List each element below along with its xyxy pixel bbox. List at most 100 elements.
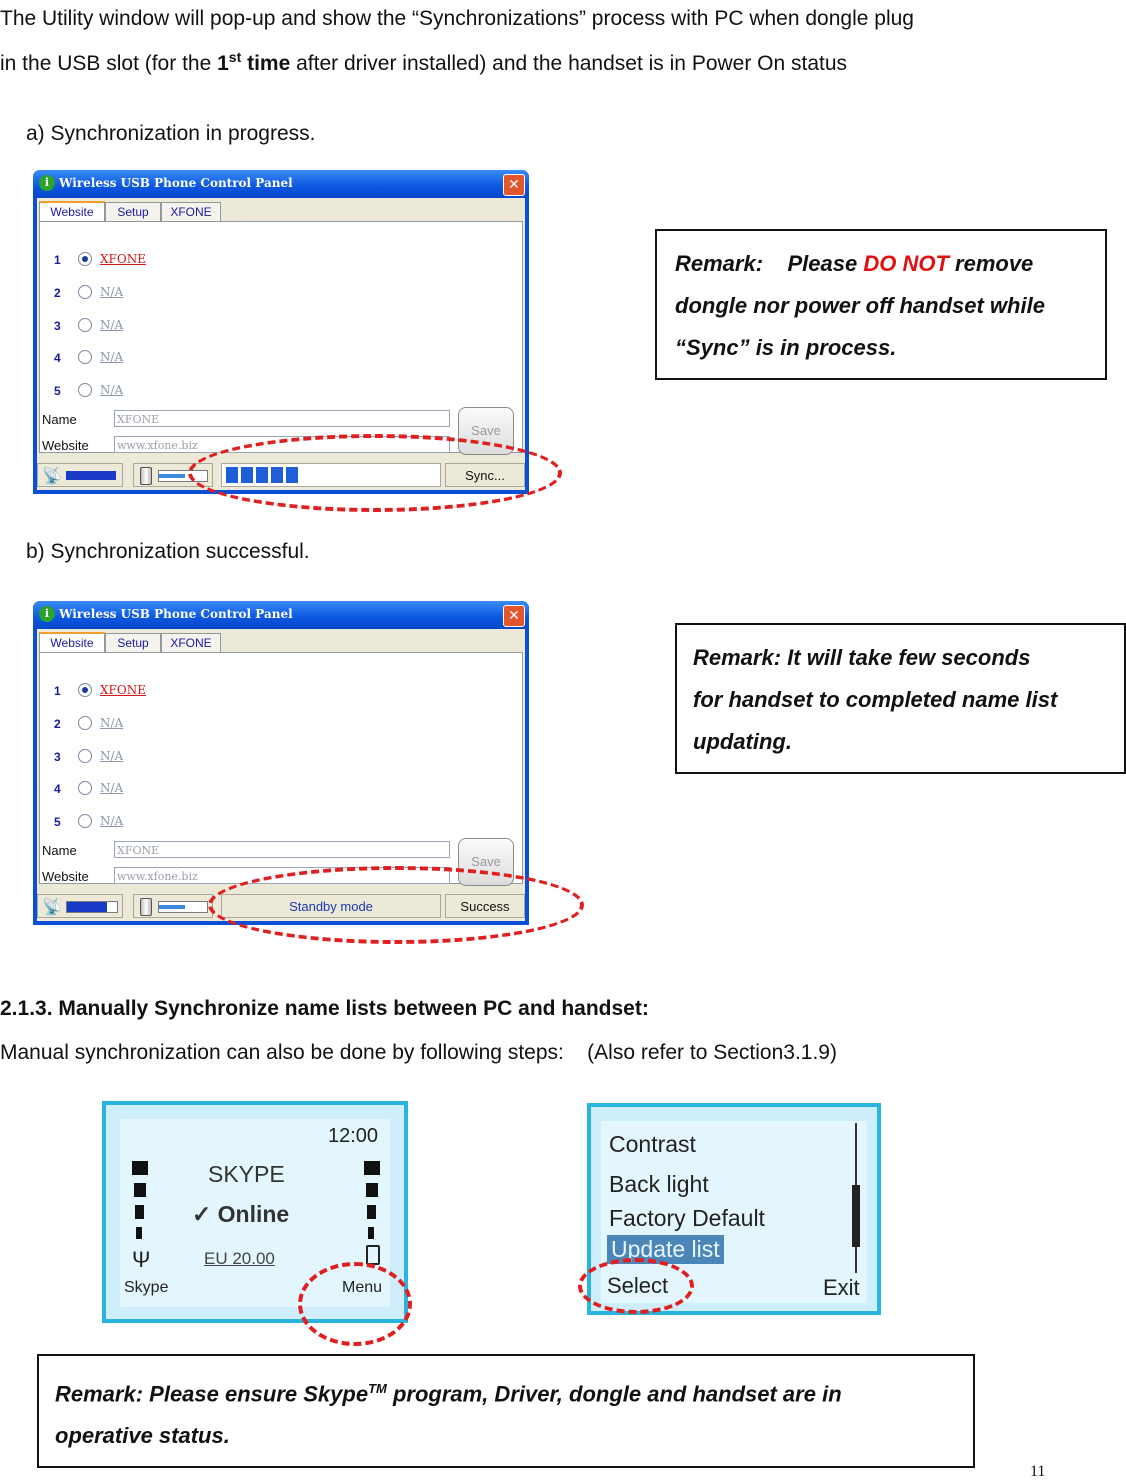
close-button[interactable]: ✕: [503, 174, 525, 196]
signal-meter: [66, 901, 118, 913]
window-title: Wireless USB Phone Control Panel: [59, 176, 293, 190]
battery-box: [133, 894, 213, 918]
signal-box: 📡: [37, 463, 123, 487]
tab-website[interactable]: Website: [39, 201, 105, 223]
menu-item-contrast[interactable]: Contrast: [609, 1131, 696, 1157]
battery-bar-1: [364, 1161, 380, 1175]
remark2-line1: Remark: It will take few seconds: [693, 645, 1031, 670]
remark-box-1: Remark: Please DO NOT remove dongle nor …: [655, 229, 1107, 380]
intro-line-1: The Utility window will pop-up and show …: [0, 7, 914, 30]
softkey-exit[interactable]: Exit: [823, 1275, 860, 1300]
name-field[interactable]: XFONE: [114, 410, 450, 427]
intro-sup: st: [228, 49, 242, 65]
antenna-icon: Ψ: [132, 1247, 151, 1272]
row-number: 1: [54, 253, 61, 267]
window-title: Wireless USB Phone Control Panel: [59, 607, 293, 621]
menu-item-factory-default[interactable]: Factory Default: [609, 1205, 765, 1231]
remark1-pre: Remark: Please: [675, 251, 864, 276]
radio-button[interactable]: [78, 683, 92, 697]
row-label[interactable]: N/A: [100, 383, 124, 397]
section-a-heading: a) Synchronization in progress.: [26, 122, 316, 145]
intro-text-end: after driver installed) and the handset …: [290, 52, 848, 75]
row-label[interactable]: N/A: [100, 814, 124, 828]
radio-button[interactable]: [78, 749, 92, 763]
remark1-line3: “Sync” is in process.: [675, 335, 897, 360]
row-label[interactable]: XFONE: [100, 683, 146, 697]
row-label[interactable]: N/A: [100, 781, 124, 795]
highlight-oval-b: [208, 866, 584, 944]
row-label[interactable]: N/A: [100, 716, 124, 730]
website-label: Website: [42, 438, 89, 453]
radio-button[interactable]: [78, 318, 92, 332]
remark3-line1: Remark: Please ensure SkypeTM program, D…: [55, 1368, 973, 1415]
tab-xfone[interactable]: XFONE: [161, 633, 221, 652]
info-icon: i: [39, 175, 55, 191]
remark1-post: remove: [948, 251, 1034, 276]
remark1-line2: dongle nor power off handset while: [675, 293, 1045, 318]
intro-line-2: in the USB slot (for the 1st time after …: [0, 38, 1110, 83]
signal-bar-1: [132, 1161, 148, 1175]
remark3-post: program, Driver, dongle and handset are …: [386, 1381, 842, 1407]
window-titlebar[interactable]: i Wireless USB Phone Control Panel ✕: [33, 601, 529, 629]
battery-meter: [158, 901, 208, 913]
name-label: Name: [42, 412, 77, 427]
antenna-icon: 📡: [42, 468, 62, 485]
radio-button[interactable]: [78, 781, 92, 795]
name-label: Name: [42, 843, 77, 858]
signal-bar: [66, 471, 116, 480]
scrollbar-thumb[interactable]: [852, 1185, 860, 1247]
row-label[interactable]: XFONE: [100, 252, 146, 266]
radio-button[interactable]: [78, 716, 92, 730]
softkey-skype[interactable]: Skype: [124, 1279, 169, 1296]
control-panel-window-a: i Wireless USB Phone Control Panel ✕ Web…: [33, 170, 529, 494]
signal-bar-2: [134, 1183, 146, 1197]
tab-website[interactable]: Website: [39, 632, 105, 654]
remark3-pre: Remark: Please ensure Skype: [55, 1381, 369, 1407]
close-button[interactable]: ✕: [503, 605, 525, 627]
row-label[interactable]: N/A: [100, 318, 124, 332]
remark1-warning: DO NOT: [863, 251, 949, 276]
app-name: SKYPE: [208, 1161, 285, 1187]
row-number: 3: [54, 319, 61, 333]
remark2-line2: for handset to completed name list: [693, 687, 1058, 712]
info-icon: i: [39, 606, 55, 622]
menu-item-back-light[interactable]: Back light: [609, 1171, 709, 1197]
name-field[interactable]: XFONE: [114, 841, 450, 858]
trademark-sup: TM: [368, 1381, 387, 1396]
intro-bold-time: time: [241, 52, 291, 75]
row-number: 1: [54, 684, 61, 698]
tab-xfone[interactable]: XFONE: [161, 202, 221, 221]
menu-item-update-list[interactable]: Update list: [607, 1235, 724, 1264]
battery-icon: [140, 467, 152, 485]
row-number: 3: [54, 750, 61, 764]
radio-button[interactable]: [78, 383, 92, 397]
website-label: Website: [42, 869, 89, 884]
radio-button[interactable]: [78, 350, 92, 364]
antenna-icon: 📡: [42, 899, 62, 916]
tab-setup[interactable]: Setup: [105, 202, 161, 221]
remark3-line2: operative status.: [55, 1423, 230, 1449]
signal-bar-3: [135, 1205, 144, 1219]
battery-bar-2: [366, 1183, 378, 1197]
radio-button[interactable]: [78, 252, 92, 266]
signal-bar: [67, 902, 107, 912]
radio-button[interactable]: [78, 285, 92, 299]
intro-bold: 1: [217, 52, 229, 75]
row-label[interactable]: N/A: [100, 350, 124, 364]
window-titlebar[interactable]: i Wireless USB Phone Control Panel ✕: [33, 170, 529, 198]
battery-level: [159, 474, 185, 478]
row-number: 2: [54, 717, 61, 731]
tab-setup[interactable]: Setup: [105, 633, 161, 652]
highlight-oval-select: [578, 1258, 694, 1314]
remark-box-3: Remark: Please ensure SkypeTM program, D…: [37, 1354, 975, 1468]
row-number: 5: [54, 815, 61, 829]
battery-bar-4: [368, 1227, 374, 1239]
section-213-text: Manual synchronization can also be done …: [0, 1041, 837, 1064]
row-label[interactable]: N/A: [100, 749, 124, 763]
menu-icon: [366, 1245, 380, 1265]
row-label[interactable]: N/A: [100, 285, 124, 299]
radio-button[interactable]: [78, 814, 92, 828]
